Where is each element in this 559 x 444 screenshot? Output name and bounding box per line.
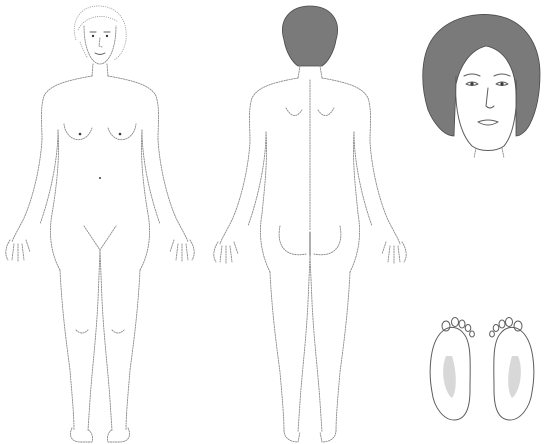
face-figure bbox=[423, 15, 540, 158]
back-body-figure bbox=[214, 6, 406, 442]
soles-figure bbox=[430, 318, 534, 421]
front-body-figure bbox=[6, 6, 194, 442]
